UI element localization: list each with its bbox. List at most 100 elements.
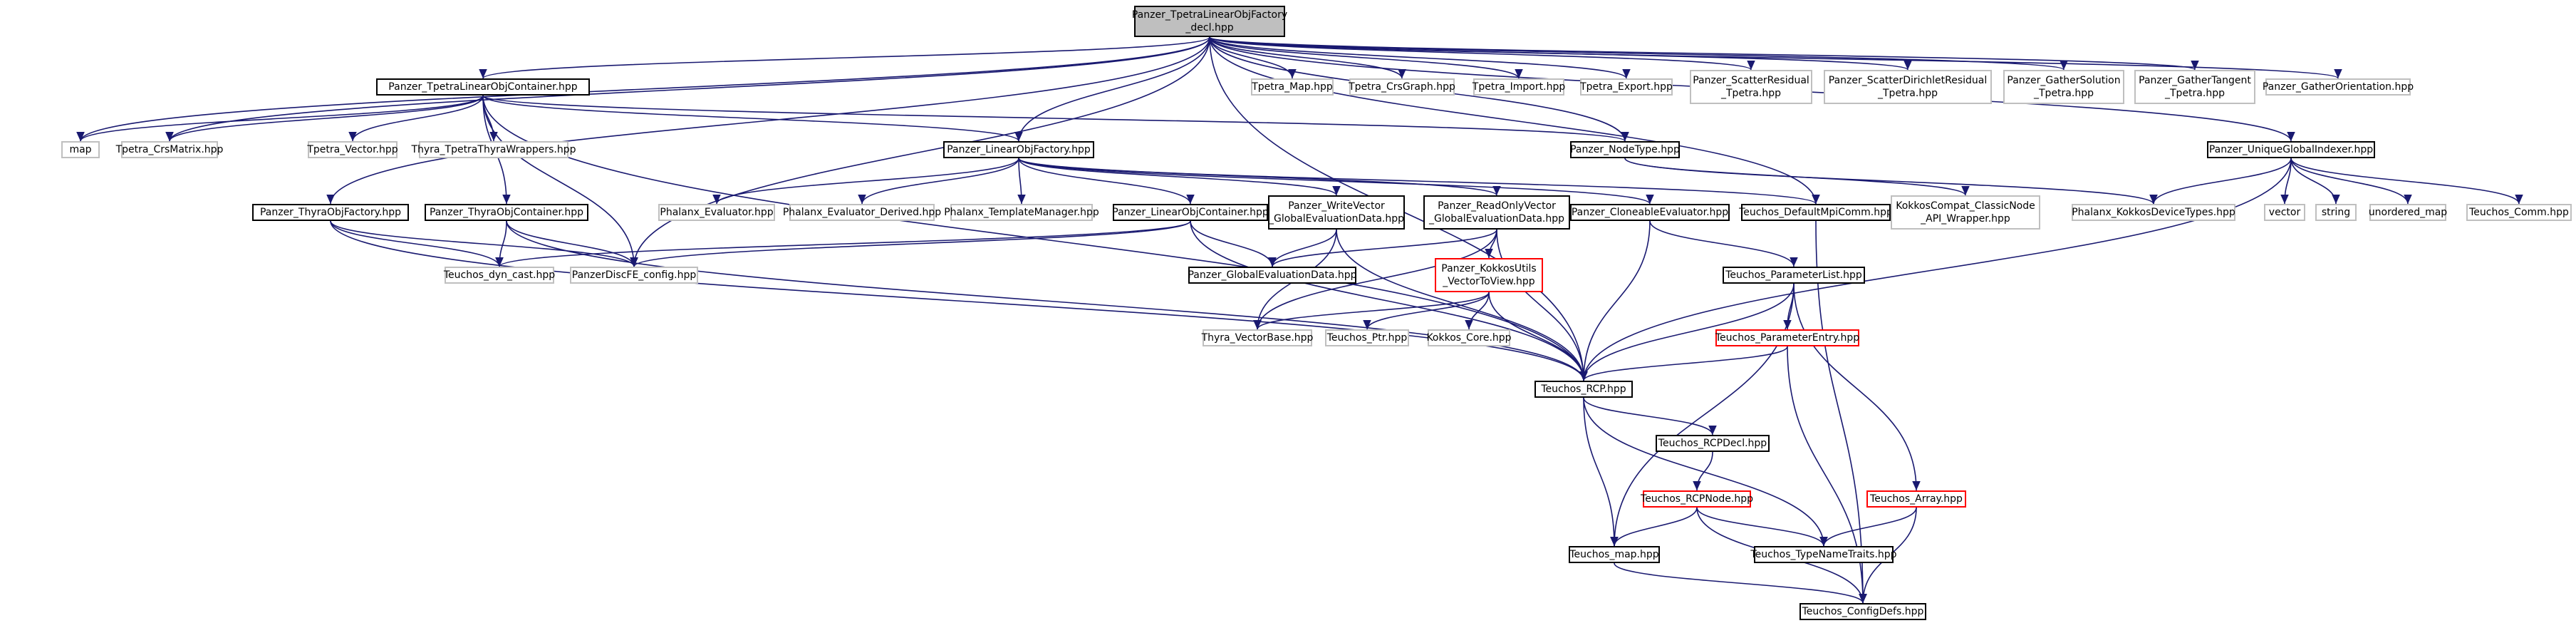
edge-loc-to-dyncast — [495, 220, 1191, 267]
edge-tmaphpp-to-cfgdefs — [1614, 562, 1867, 604]
edge-tloc-to-map — [76, 95, 484, 142]
graph-node-rcpnode[interactable]: Teuchos_RCPNode.hpp — [1641, 490, 1753, 508]
edge-thyraof-to-rcp — [330, 220, 1588, 381]
edge-thyraof-to-discfe — [330, 220, 638, 267]
edge-rcp-to-tmaphpp — [1583, 397, 1619, 547]
edge-lof-to-defmpi — [1018, 158, 1820, 205]
edge-wv-to-ged — [1268, 229, 1337, 267]
edge-root-to-discfe — [630, 36, 1210, 267]
edge-thyraoc-to-rcp — [506, 220, 1588, 381]
edge-kvtv-to-kcore — [1465, 292, 1490, 330]
edge-ugi-to-string — [2290, 158, 2340, 205]
graph-node-string: string — [2315, 204, 2357, 221]
graph-node-ugi[interactable]: Panzer_UniqueGlobalIndexer.hpp — [2207, 141, 2375, 158]
edge-nodetype-to-phxkdt — [1624, 158, 2158, 205]
edge-ugi-to-tcomm — [2290, 158, 2523, 205]
graph-node-crsmatrix: Tpetra_CrsMatrix.hpp — [116, 141, 223, 158]
graph-node-thyratpw: Thyra_TpetraThyraWrappers.hpp — [411, 141, 576, 158]
edge-root-to-timport — [1209, 36, 1523, 79]
graph-node-gtan: Panzer_GatherTangent _Tpetra.hpp — [2134, 70, 2255, 104]
graph-node-lof[interactable]: Panzer_LinearObjFactory.hpp — [943, 141, 1094, 158]
graph-node-gori: Panzer_GatherOrientation.hpp — [2263, 78, 2414, 96]
edge-loc-to-discfe — [630, 220, 1191, 267]
edge-lof-to-phxevald — [858, 158, 1019, 205]
edge-tloc-to-nodetype — [482, 95, 1629, 142]
edge-lof-to-phxtm — [1017, 158, 1026, 205]
graph-node-gsol: Panzer_GatherSolution _Tpetra.hpp — [2003, 70, 2124, 104]
edge-thyraof-to-dyncast — [330, 220, 504, 267]
edge-root-to-defmpi — [1209, 36, 1820, 205]
edge-cloneable-to-plist — [1649, 220, 1798, 267]
edge-root-to-map — [76, 36, 1210, 142]
graph-node-tcomm: Teuchos_Comm.hpp — [2466, 204, 2572, 221]
edge-layer — [76, 36, 2523, 604]
edge-defmpi-to-cfgdefs — [1815, 220, 1867, 604]
graph-node-rcp[interactable]: Teuchos_RCP.hpp — [1534, 381, 1633, 398]
graph-node-ttnt[interactable]: Teuchos_TypeNameTraits.hpp — [1750, 546, 1897, 563]
graph-node-root[interactable]: Panzer_TpetraLinearObjFactory _decl.hpp — [1132, 6, 1287, 37]
graph-node-cfgdefs[interactable]: Teuchos_ConfigDefs.hpp — [1799, 603, 1926, 620]
edge-plist-to-tarray — [1793, 283, 1921, 491]
edge-lof-to-wv — [1018, 158, 1341, 196]
edge-loc-to-rcp — [1190, 220, 1588, 381]
edge-root-to-texport — [1209, 36, 1631, 79]
edge-ugi-to-rcp — [1579, 158, 2292, 381]
graph-node-tmaphpp[interactable]: Teuchos_map.hpp — [1569, 546, 1660, 563]
edge-root-to-gtan — [1209, 36, 2198, 71]
graph-node-wv[interactable]: Panzer_WriteVector _GlobalEvaluationData… — [1268, 195, 1405, 230]
graph-node-rcpdecl[interactable]: Teuchos_RCPDecl.hpp — [1656, 435, 1770, 452]
graph-node-tmap: Tpetra_Map.hpp — [1251, 78, 1334, 96]
graph-node-phxtm: Phalanx_TemplateManager.hpp — [944, 204, 1099, 221]
graph-node-phxkdt: Phalanx_KokkosDeviceTypes.hpp — [2072, 204, 2235, 221]
graph-node-timport: Tpetra_Import.hpp — [1473, 78, 1565, 96]
graph-node-scres: Panzer_ScatterResidual _Tpetra.hpp — [1690, 70, 1812, 104]
edge-kvtv-to-thyravb — [1253, 292, 1490, 330]
edge-root-to-thyraof — [326, 36, 1210, 205]
edge-kvtv-to-tptr — [1363, 292, 1490, 330]
graph-node-loc[interactable]: Panzer_LinearObjContainer.hpp — [1112, 204, 1269, 221]
graph-node-pentry[interactable]: Teuchos_ParameterEntry.hpp — [1715, 329, 1859, 346]
graph-node-plist[interactable]: Teuchos_ParameterList.hpp — [1723, 267, 1865, 284]
edge-tloc-to-crsmatrix — [165, 95, 484, 142]
edge-tloc-to-discfe — [482, 95, 638, 267]
graph-node-tcrsgraph: Tpetra_CrsGraph.hpp — [1349, 78, 1455, 96]
edge-pentry-to-cfgdefs — [1787, 346, 1867, 604]
graph-node-phxevald: Phalanx_Evaluator_Derived.hpp — [783, 204, 941, 221]
edge-pentry-to-rcp — [1579, 346, 1788, 381]
edge-rov-to-ged — [1268, 229, 1497, 267]
edge-rov-to-rcp — [1496, 229, 1588, 381]
graph-node-vector: vector — [2264, 204, 2305, 221]
graph-node-phxeval: Phalanx_Evaluator.hpp — [658, 204, 775, 221]
edge-root-to-gori — [1209, 36, 2342, 79]
graph-node-tloc[interactable]: Panzer_TpetraLinearObjContainer.hpp — [376, 78, 590, 96]
edge-root-to-tmap — [1209, 36, 1297, 79]
graph-node-ged[interactable]: Panzer_GlobalEvaluationData.hpp — [1188, 267, 1357, 284]
graph-node-dyncast: Teuchos_dyn_cast.hpp — [444, 267, 555, 284]
edge-cloneable-to-rcp — [1579, 220, 1651, 381]
edge-tloc-to-lof — [482, 95, 1023, 142]
graph-node-thyraoc[interactable]: Panzer_ThyraObjContainer.hpp — [425, 204, 588, 221]
graph-node-map: map — [61, 141, 100, 158]
graph-node-cloneable[interactable]: Panzer_CloneableEvaluator.hpp — [1570, 204, 1730, 221]
graph-node-kvtv[interactable]: Panzer_KokkosUtils _VectorToView.hpp — [1435, 258, 1543, 292]
edge-lof-to-cloneable — [1018, 158, 1654, 205]
graph-node-defmpi[interactable]: Teuchos_DefaultMpiComm.hpp — [1739, 204, 1893, 221]
edge-lof-to-loc — [1018, 158, 1195, 205]
edge-tloc-to-tvector — [348, 95, 484, 142]
edge-rcp-to-rcpdecl — [1583, 397, 1717, 436]
graph-node-rov[interactable]: Panzer_ReadOnlyVector _GlobalEvaluationD… — [1423, 195, 1570, 230]
edge-thyraoc-to-discfe — [506, 220, 638, 267]
edge-ugi-to-phxkdt — [2149, 158, 2292, 205]
edge-rcpnode-to-ttnt — [1696, 507, 1828, 547]
graph-node-nodetype[interactable]: Panzer_NodeType.hpp — [1570, 141, 1680, 158]
graph-node-thyraof[interactable]: Panzer_ThyraObjFactory.hpp — [252, 204, 409, 221]
edge-root-to-lof — [1014, 36, 1210, 142]
graph-node-tarray[interactable]: Teuchos_Array.hpp — [1866, 490, 1966, 508]
edge-root-to-scres — [1209, 36, 1755, 71]
graph-node-kokkoscompat: KokkosCompat_ClassicNode _API_Wrapper.hp… — [1891, 195, 2040, 230]
edge-kvtv-to-rcp — [1488, 292, 1588, 381]
graph-node-tvector: Tpetra_Vector.hpp — [307, 141, 398, 158]
edge-rov-to-thyravb — [1253, 229, 1497, 330]
edge-thyraoc-to-dyncast — [495, 220, 507, 267]
graph-node-texport: Tpetra_Export.hpp — [1580, 78, 1673, 96]
